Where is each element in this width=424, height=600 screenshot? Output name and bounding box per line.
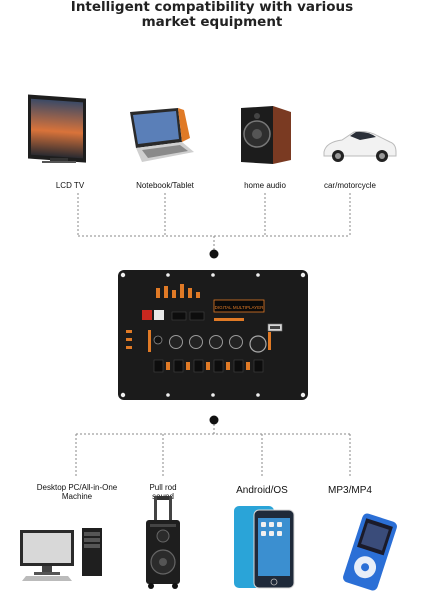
trolley-speaker-icon xyxy=(146,496,180,589)
amplifier-board: DIGITAL MULTIPLAYER xyxy=(118,270,308,400)
speaker-icon xyxy=(241,106,291,164)
label-android-os: Android/OS xyxy=(236,485,288,496)
headline: Intelligent compatibility with various m… xyxy=(0,0,424,30)
label-pull-rod-line-1: Pull rod xyxy=(149,483,177,492)
junction-dot-bottom xyxy=(209,415,219,425)
tv-icon xyxy=(28,94,86,163)
label-desktop-pc: Desktop PC/All-in-One Machine xyxy=(31,483,123,501)
junction-dot-top xyxy=(209,249,219,259)
headline-line-2: market equipment xyxy=(141,14,283,30)
label-lcd-tv: LCD TV xyxy=(55,181,85,190)
board-display-text: DIGITAL MULTIPLAYER xyxy=(215,305,265,310)
label-desktop-pc-line-1: Desktop PC/All-in-One xyxy=(36,483,118,492)
label-desktop-pc-line-2: Machine xyxy=(61,492,93,501)
smartphone-icon xyxy=(234,506,295,589)
label-home-audio: home audio xyxy=(244,181,286,190)
label-car-motorcycle: car/motorcycle xyxy=(323,181,376,190)
label-notebook-tablet: Notebook/Tablet xyxy=(136,181,194,190)
laptop-icon xyxy=(130,108,194,162)
desktop-pc-icon xyxy=(20,528,102,581)
mp3-player-icon xyxy=(343,513,397,591)
headline-line-1: Intelligent compatibility with various xyxy=(70,0,354,15)
label-mp3-mp4: MP3/MP4 xyxy=(328,485,372,496)
car-icon xyxy=(323,131,397,162)
